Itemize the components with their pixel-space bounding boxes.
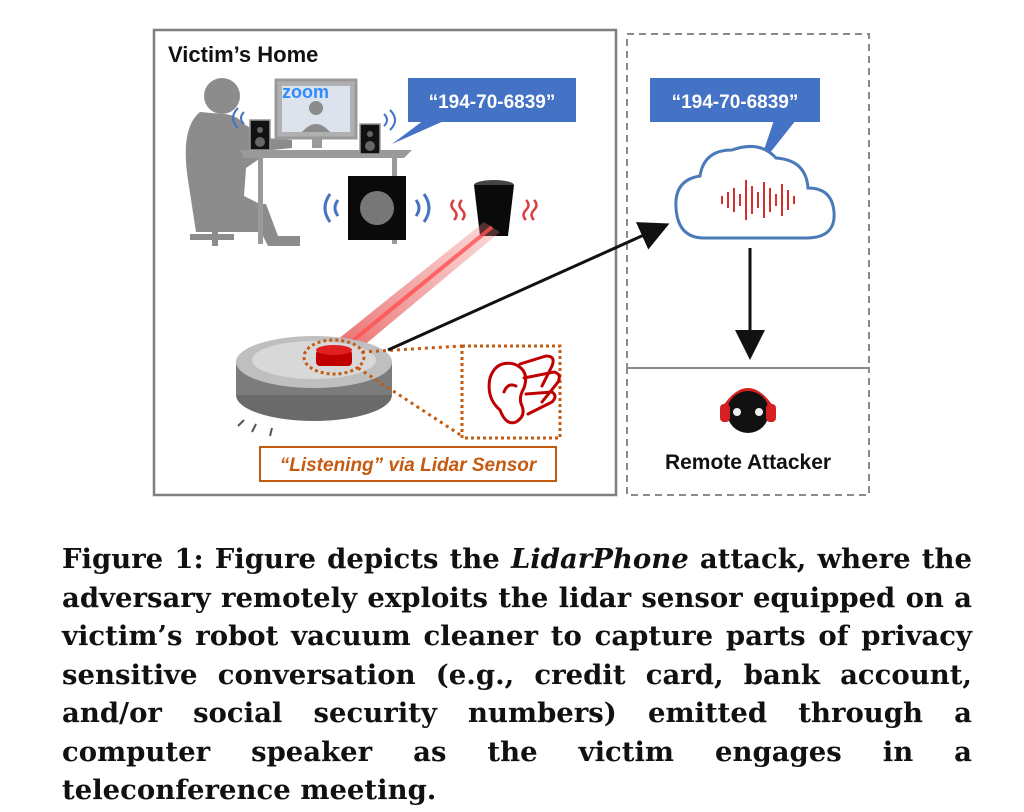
cup-icon <box>450 180 538 236</box>
lidar-highlight <box>302 338 366 376</box>
speaker-icon <box>232 107 271 151</box>
zoom-connector-top <box>361 344 463 354</box>
speaker-icon <box>359 109 396 155</box>
cloud-icon <box>674 144 836 240</box>
attacker-icon <box>720 388 776 433</box>
caption-prefix: Figure 1: Figure depicts the <box>62 543 511 575</box>
remote-attacker-label: Remote Attacker <box>665 451 831 474</box>
speech-bubble-victim <box>392 78 576 144</box>
arrow-vacuum-to-cloud <box>387 222 670 352</box>
zoom-logo: zoom <box>282 82 329 102</box>
caption-emphasis: LidarPhone <box>510 543 689 575</box>
laser-beam-core <box>332 225 494 358</box>
victim-home-frame <box>152 28 618 497</box>
subwoofer-icon <box>323 176 431 240</box>
spoken-number-cloud: “194-70-6839” <box>672 92 799 113</box>
attacker-frame <box>626 367 870 496</box>
caption-suffix: attack, where the adversary remotely exp… <box>62 543 972 806</box>
figure-caption: Figure 1: Figure depicts the LidarPhone … <box>62 540 972 810</box>
victim-home-label: Victim’s Home <box>168 42 318 67</box>
robot-vacuum-icon <box>236 336 392 437</box>
spoken-number-victim: “194-70-6839” <box>429 92 556 113</box>
lidarphone-diagram: Victim’s Home zoom <box>152 28 870 497</box>
ear-icon <box>487 354 561 425</box>
lidar-label: “Listening” via Lidar Sensor <box>280 455 538 476</box>
monitor-icon <box>274 78 358 148</box>
lidar-label-box <box>259 446 557 482</box>
